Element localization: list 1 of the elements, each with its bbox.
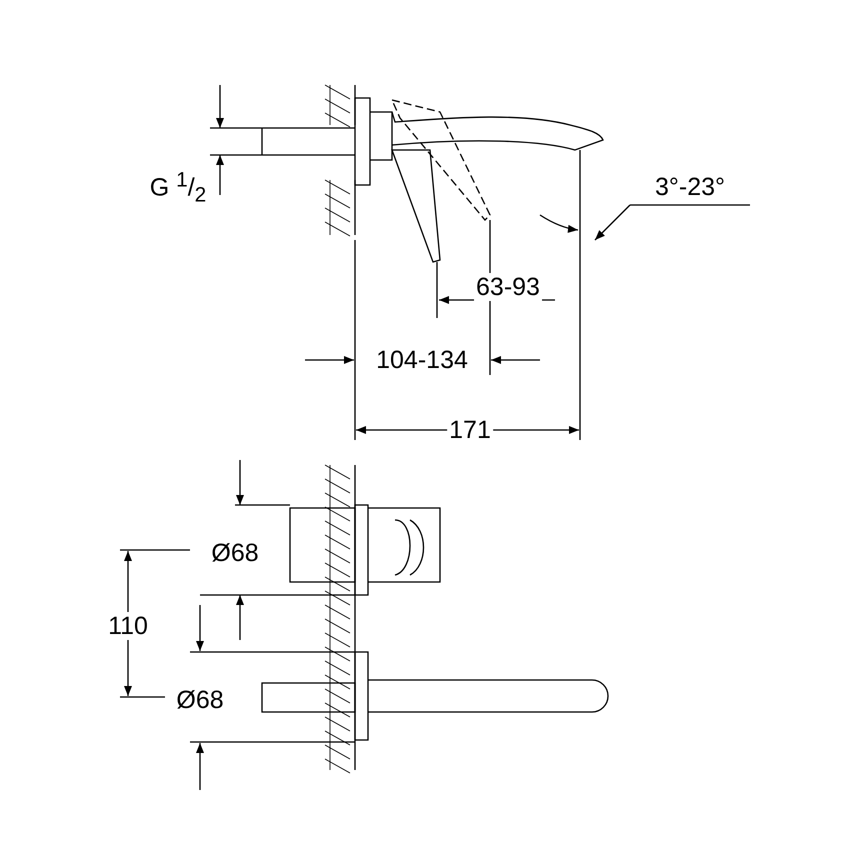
dimension-value: 63-93 [474, 273, 542, 301]
